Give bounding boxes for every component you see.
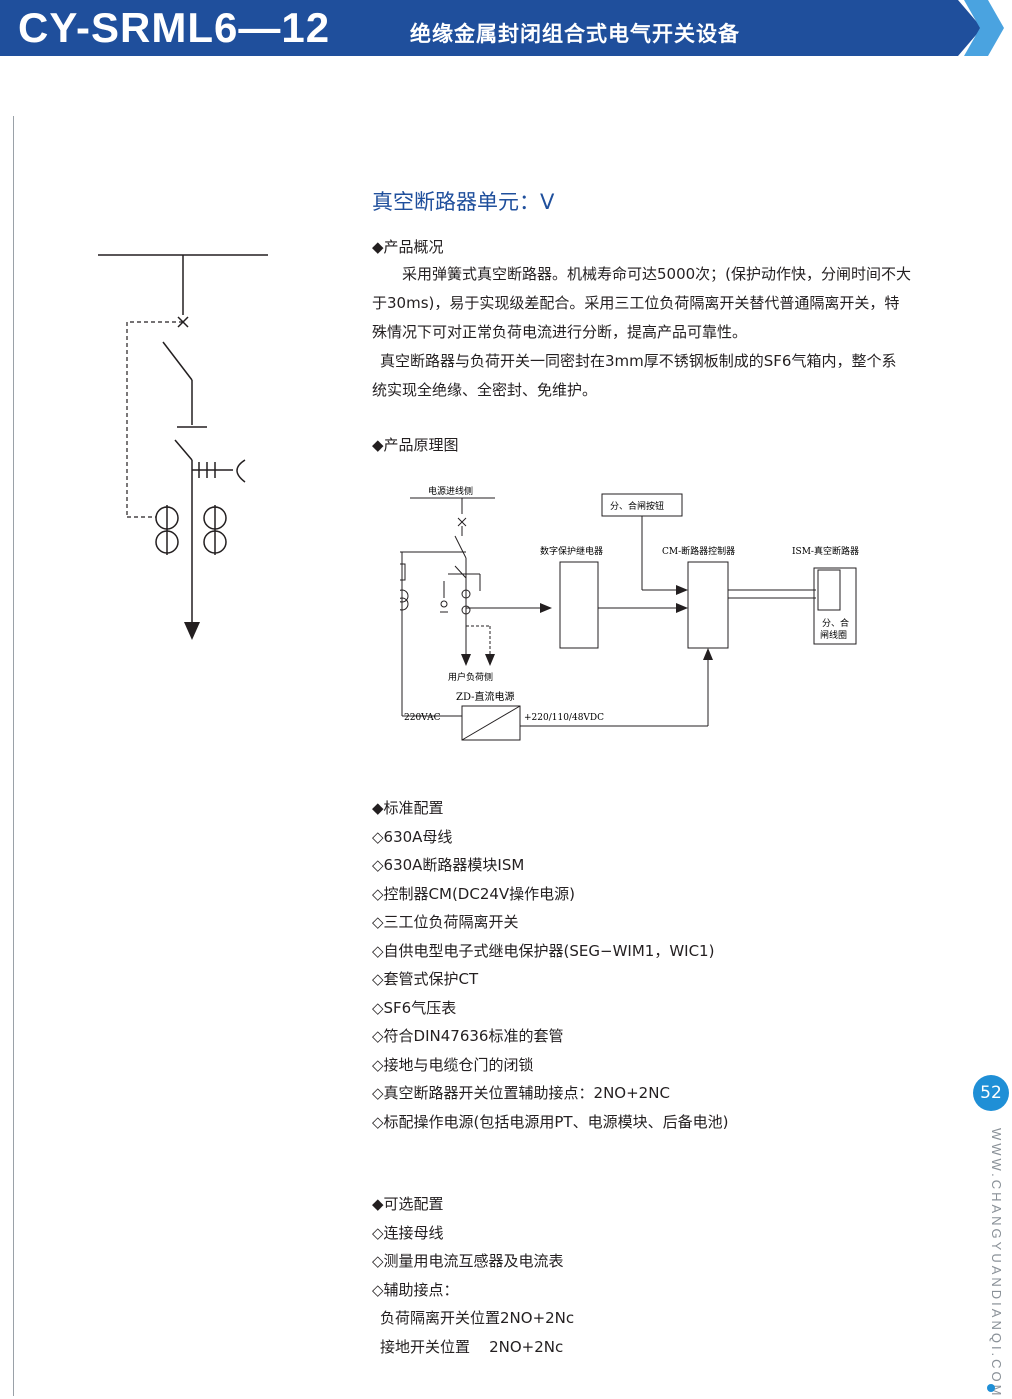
overview-heading: ◆产品概况 xyxy=(372,238,444,256)
overview-line: 真空断路器与负荷开关一同密封在3mm厚不锈钢板制成的SF6气箱内，整个系 xyxy=(380,352,897,370)
label-vac: 220VAC xyxy=(404,713,441,723)
optional-heading: ◆可选配置 xyxy=(372,1195,444,1213)
header-arrow-shape xyxy=(0,0,1004,56)
list-item: 负荷隔离开关位置2NO+2Nc xyxy=(380,1309,575,1327)
header-banner: CY-SRML6—12 绝缘金属封闭组合式电气开关设备 xyxy=(0,0,1012,56)
list-item: ◇测量用电流互感器及电流表 xyxy=(372,1252,564,1270)
list-item: ◇自供电型电子式继电保护器(SEG−WIM1，WIC1) xyxy=(372,941,715,960)
single-line-schematic xyxy=(98,254,268,640)
label-coil-1: 分、合 xyxy=(822,617,849,629)
principle-heading: ◆产品原理图 xyxy=(372,436,459,454)
label-relay: 数字保护继电器 xyxy=(540,545,603,557)
list-item: ◇控制器CM(DC24V操作电源) xyxy=(372,884,576,903)
section-title: 真空断路器单元：V xyxy=(372,190,555,214)
overview-line: 殊情况下可对正常负荷电流进行分断，提高产品可靠性。 xyxy=(372,323,748,341)
label-ism: ISM-真空断路器 xyxy=(792,545,859,557)
list-item: ◇三工位负荷隔离开关 xyxy=(372,913,519,931)
overview-line: 采用弹簧式真空断路器。机械寿命可达5000次；(保护动作快，分闸时间不大 xyxy=(402,265,912,283)
footer-dot xyxy=(987,1384,995,1392)
list-item: ◇630A母线 xyxy=(372,827,453,846)
overview-paragraph: 采用弹簧式真空断路器。机械寿命可达5000次；(保护动作快，分闸时间不大 于30… xyxy=(372,260,911,405)
standard-config: ◆标准配置 ◇630A母线 ◇630A断路器模块ISM ◇控制器CM(DC24V… xyxy=(372,794,728,1136)
label-coil-2: 闸线圈 xyxy=(820,629,847,641)
list-item: ◇辅助接点： xyxy=(372,1280,459,1299)
optional-config: ◆可选配置 ◇连接母线 ◇测量用电流互感器及电流表 ◇辅助接点： 负荷隔离开关位… xyxy=(372,1190,574,1361)
website-url: WWW.CHANGYUANDIANQI.COM xyxy=(989,1128,1004,1399)
list-item: ◇630A断路器模块ISM xyxy=(372,856,525,874)
principle-diagram: 电源进线侧 分、合闸按钮 数字保护继电器 CM-断路器控制器 ISM-真空断路器… xyxy=(400,486,859,741)
standard-heading: ◆标准配置 xyxy=(372,799,444,817)
left-margin-rule xyxy=(13,116,14,1396)
label-button: 分、合闸按钮 xyxy=(610,500,664,512)
overview-line: 统实现全绝缘、全密封、免维护。 xyxy=(372,381,598,399)
list-item: ◇连接母线 xyxy=(372,1223,444,1242)
page-number-badge: 52 xyxy=(973,1075,1009,1111)
label-vdc: +220/110/48VDC xyxy=(524,713,604,723)
list-item: ◇接地与电缆仓门的闭锁 xyxy=(372,1055,534,1074)
list-item: ◇标配操作电源(包括电源用PT、电源模块、后备电池) xyxy=(372,1112,729,1131)
list-item: ◇SF6气压表 xyxy=(372,998,457,1017)
label-cm: CM-断路器控制器 xyxy=(662,545,735,557)
list-item: 接地开关位置 2NO+2Nc xyxy=(380,1337,564,1356)
overview-line: 于30ms)，易于实现级差配合。采用三工位负荷隔离开关替代普通隔离开关，特 xyxy=(372,294,900,312)
product-model: CY-SRML6—12 xyxy=(18,4,331,51)
list-item: ◇套管式保护CT xyxy=(372,970,479,988)
list-item: ◇符合DIN47636标准的套管 xyxy=(372,1027,564,1045)
label-load-side: 用户负荷侧 xyxy=(448,671,493,683)
label-zd: ZD-直流电源 xyxy=(456,690,515,703)
label-source-side: 电源进线侧 xyxy=(428,486,473,497)
product-subtitle: 绝缘金属封闭组合式电气开关设备 xyxy=(410,22,740,46)
list-item: ◇真空断路器开关位置辅助接点：2NO+2NC xyxy=(372,1084,670,1102)
